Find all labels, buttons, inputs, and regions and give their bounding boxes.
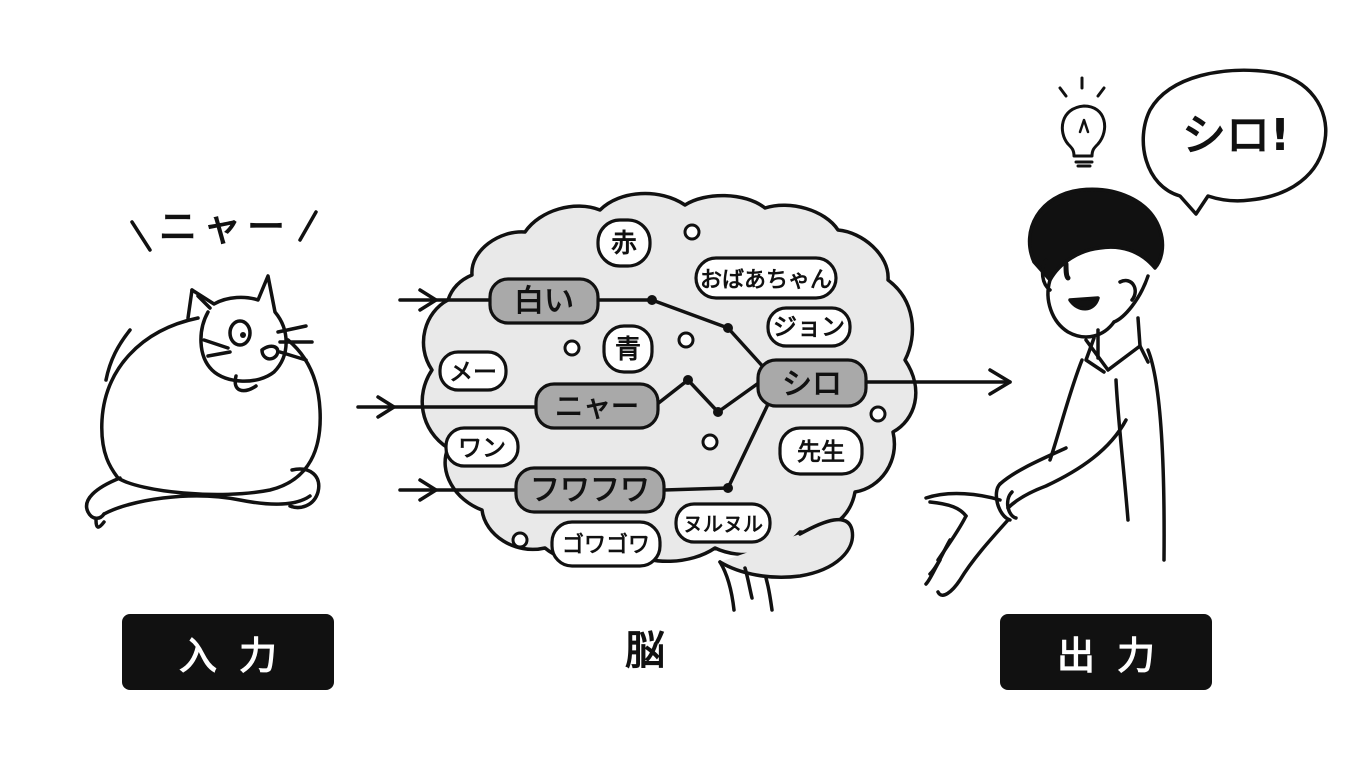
word-bubble-nyaa	[534, 382, 660, 430]
word-jon: ジョン	[773, 313, 845, 341]
output-label-text: 出力	[1056, 633, 1177, 678]
speech-bubble	[1141, 68, 1328, 216]
word-mee: メー	[449, 358, 497, 386]
word-nyaa: ニャー	[555, 390, 639, 423]
cat-sound-text: ニャー	[159, 205, 291, 249]
input-label: 入力	[122, 614, 334, 690]
word-bubble-sensei	[778, 426, 864, 476]
word-fuwafuwa: フワフワ	[530, 473, 650, 508]
brain-label: 脳	[625, 628, 665, 674]
output-label: 出力	[1000, 614, 1212, 690]
word-bubble-fuwafuwa	[514, 466, 666, 514]
neural-connections	[356, 288, 1012, 502]
word-bubble-nurunuru	[674, 502, 772, 544]
word-bubble-aka	[596, 218, 652, 268]
word-bubble-jon	[766, 306, 852, 348]
word-bubbles	[438, 218, 868, 568]
word-aka: 赤	[611, 229, 637, 259]
word-obaachan: おばあちゃん	[700, 268, 832, 293]
cat-illustration	[84, 210, 322, 529]
word-bubble-ao	[602, 324, 654, 374]
word-bubble-obaachan	[694, 256, 838, 300]
word-nurunuru: ヌルヌル	[683, 512, 763, 536]
word-wan: ワン	[458, 434, 506, 462]
word-bubble-mee	[438, 350, 508, 392]
person-illustration	[924, 68, 1328, 597]
word-bubble-wan	[444, 426, 520, 468]
speech-text: シロ!	[1182, 110, 1290, 161]
word-ao: 青	[615, 335, 641, 365]
word-gowagowa: ゴワゴワ	[562, 532, 650, 558]
brain-dots	[511, 223, 887, 549]
input-label-text: 入力	[178, 633, 299, 678]
synapse-nodes	[647, 295, 733, 493]
word-shiroi: 白い	[514, 284, 574, 319]
word-shiro: シロ	[782, 367, 842, 402]
word-bubble-shiro	[756, 358, 868, 408]
lightbulb-icon	[1058, 76, 1107, 168]
word-bubble-shiroi	[488, 277, 600, 325]
word-bubble-gowagowa	[550, 520, 662, 568]
word-sensei: 先生	[797, 438, 845, 466]
